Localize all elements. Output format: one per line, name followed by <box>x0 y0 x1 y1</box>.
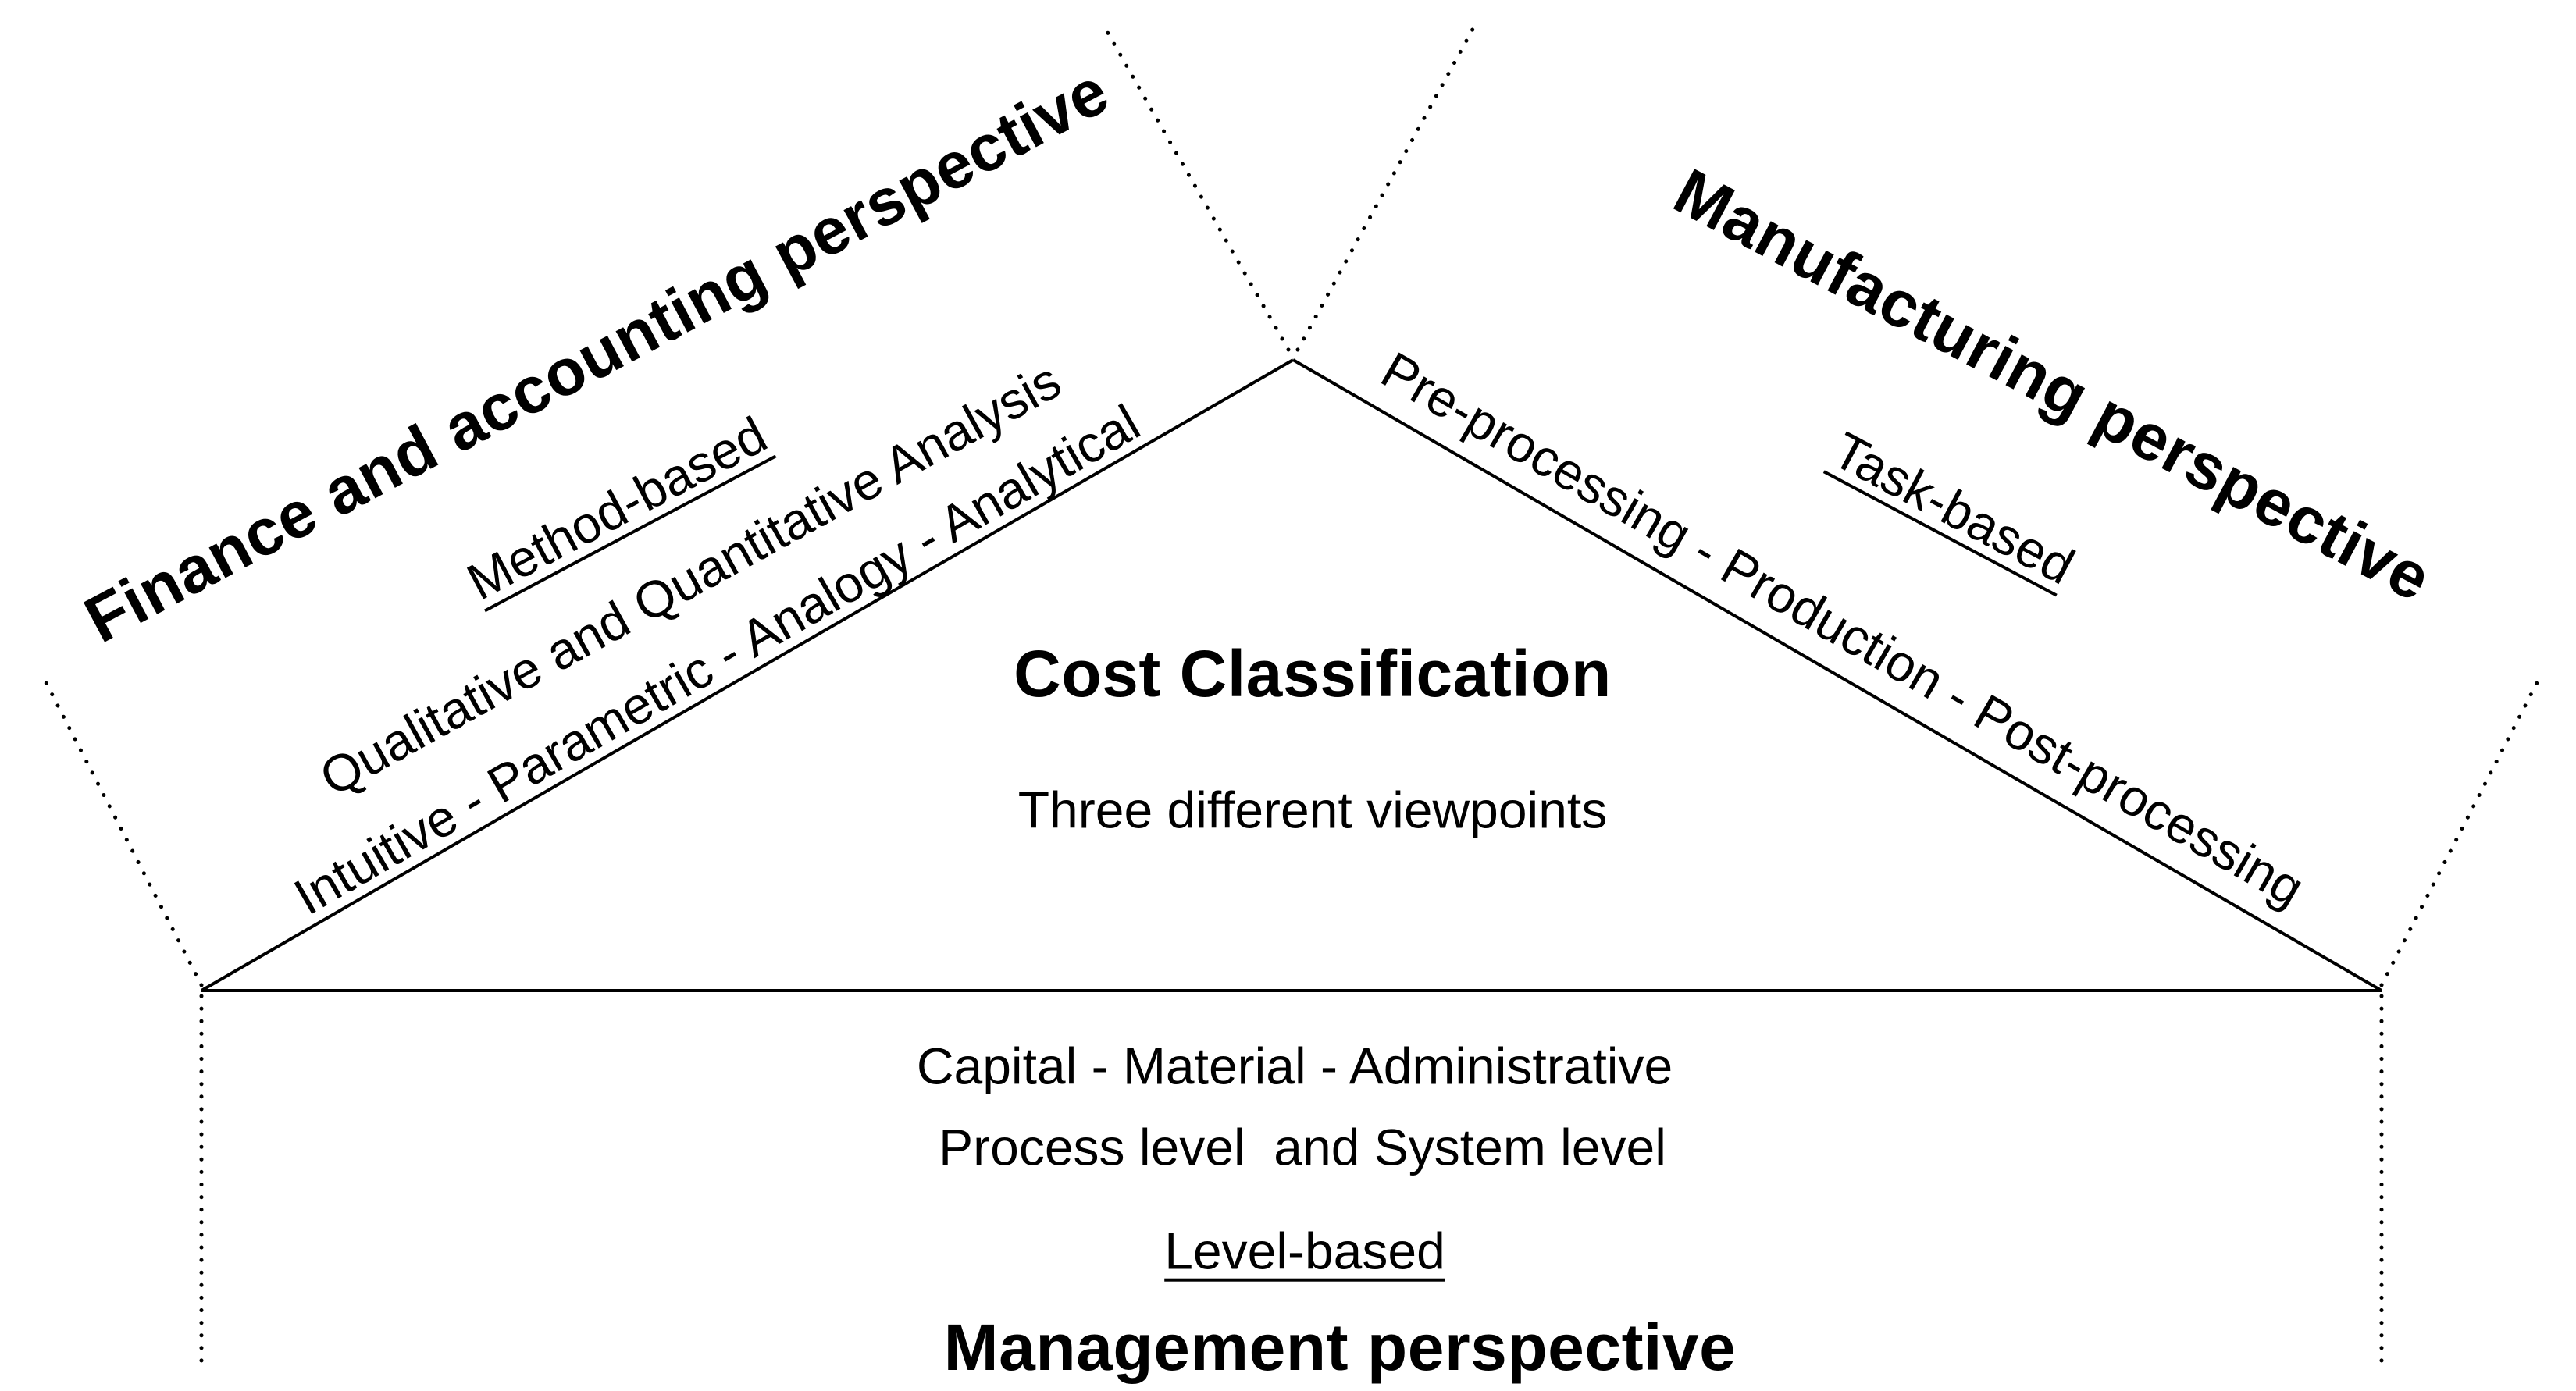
triangle-left-edge-line <box>200 358 1295 992</box>
left-vertex-upper-dotted-divider <box>39 671 204 987</box>
apex-right-dotted-divider <box>1295 23 1477 352</box>
right-vertex-upper-dotted-divider <box>2379 671 2544 987</box>
center-title: Cost Classification <box>1014 636 1612 710</box>
management-cost-types-line: Capital - Material - Administrative <box>916 1037 1673 1095</box>
apex-left-dotted-divider <box>1101 23 1291 352</box>
management-perspective-title: Management perspective <box>943 1310 1737 1384</box>
management-levels-line: Process level and System level <box>939 1118 1666 1176</box>
center-subtitle: Three different viewpoints <box>1017 781 1608 839</box>
triangle-right-edge-line <box>1292 358 2383 992</box>
management-level-based-label: Level-based <box>1164 1222 1445 1280</box>
